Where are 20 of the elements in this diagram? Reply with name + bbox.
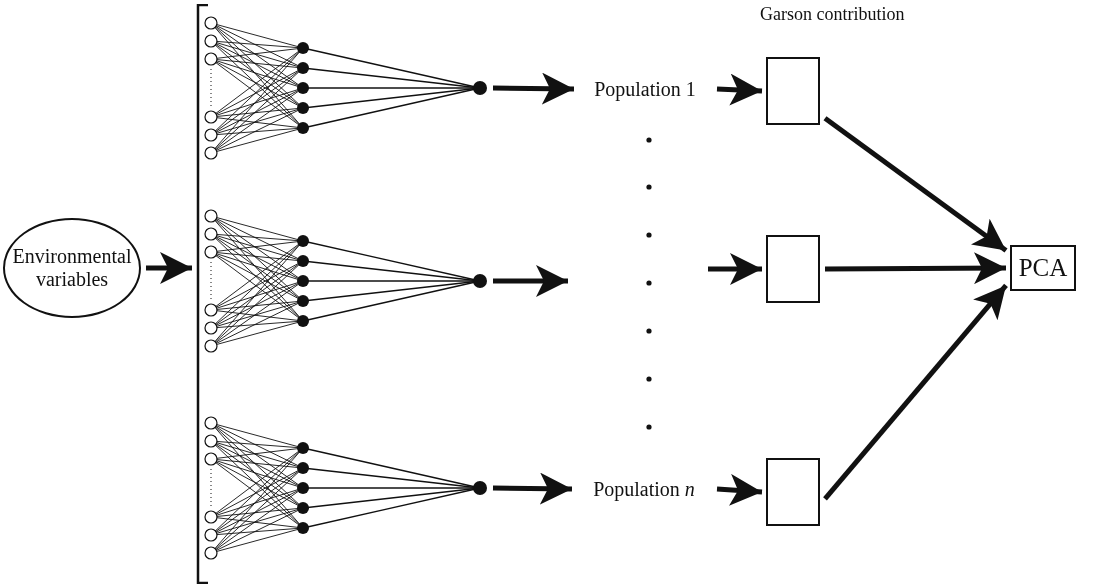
arrow [823,283,1008,501]
arrow [708,253,762,285]
process-box [1010,245,1076,291]
node-text: Environmental variables [12,245,132,291]
empty-box [766,458,820,526]
empty-box [766,57,820,125]
arrow [493,265,568,297]
population-label: Population n [593,477,695,501]
column-heading: Garson contribution [760,4,905,24]
arrow [825,252,1006,285]
arrow [146,251,192,284]
population-label: Population 1 [594,77,696,101]
arrow [823,116,1008,253]
arrow [716,73,763,106]
input-ellipse [3,218,141,318]
arrow [492,72,575,105]
empty-box [766,235,820,303]
node-text: PCA [1018,254,1068,282]
arrow [492,472,573,505]
arrow [716,473,763,506]
